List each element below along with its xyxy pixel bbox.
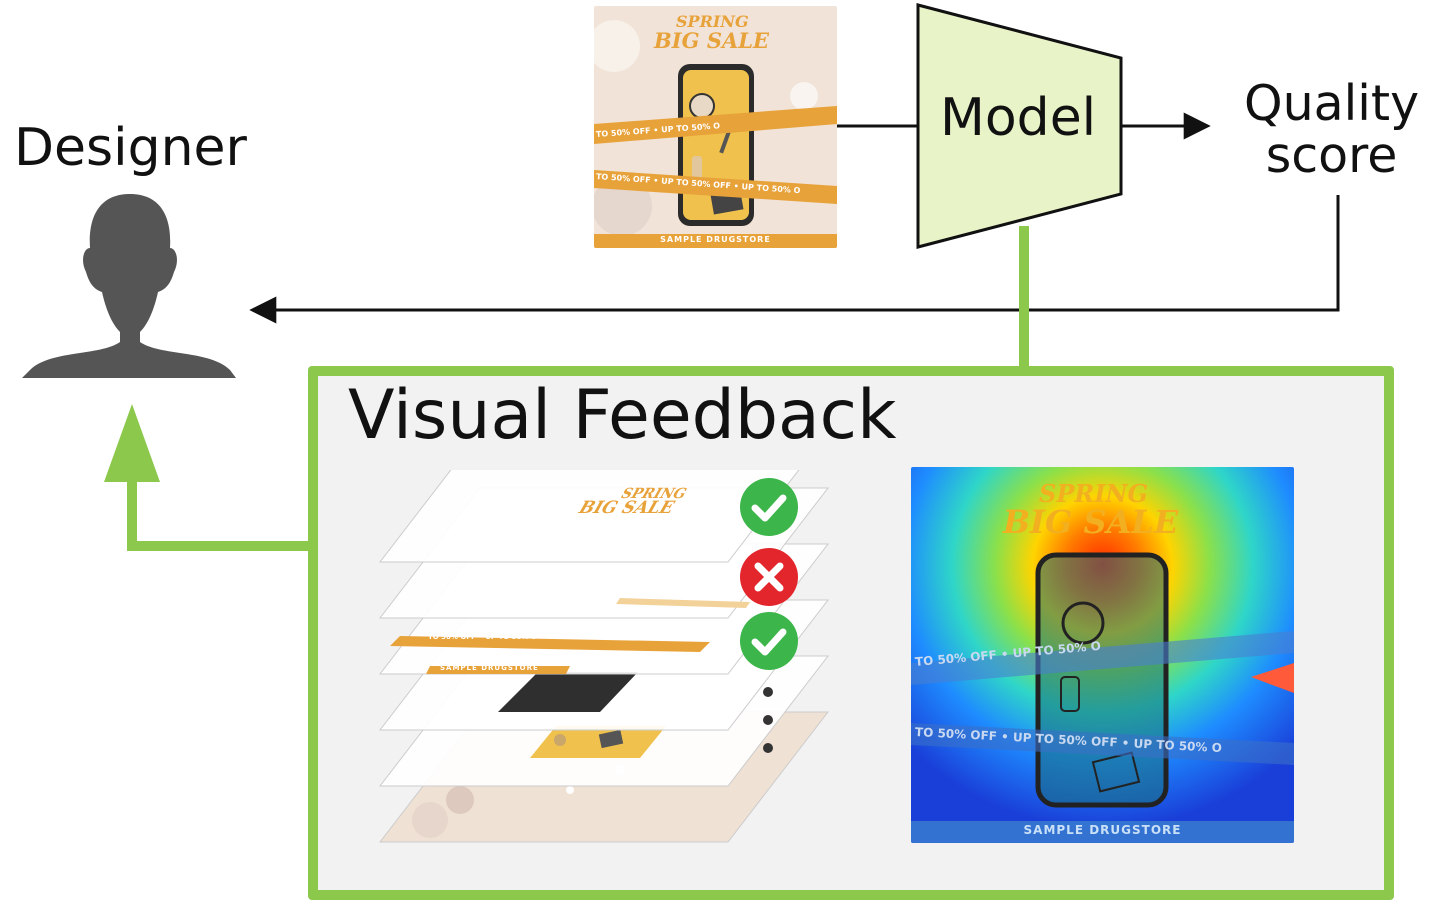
poster-title-line2: BIG SALE bbox=[654, 28, 770, 53]
input-poster: SPRING BIG SALE TO 50% OFF • UP TO 50% O… bbox=[594, 6, 837, 248]
layer-stack bbox=[378, 470, 830, 843]
feedback-arrowhead bbox=[104, 404, 160, 482]
heatmap-art bbox=[911, 467, 1294, 843]
heatmap-footer-text: SAMPLE DRUGSTORE bbox=[1023, 823, 1182, 837]
designer-silhouette-icon bbox=[22, 194, 236, 378]
layer-footer-text: SAMPLE DRUGSTORE bbox=[440, 664, 539, 672]
quality-score-line1: Quality bbox=[1244, 75, 1420, 132]
layer-title bbox=[378, 470, 800, 563]
heatmap-title-line1: SPRING bbox=[1039, 479, 1148, 508]
feedback-to-designer-line bbox=[127, 470, 310, 551]
cross-icon bbox=[740, 548, 798, 606]
quality-score-label: Quality score bbox=[1244, 78, 1419, 182]
visual-feedback-title: Visual Feedback bbox=[348, 376, 897, 455]
heatmap-title-line2: BIG SALE bbox=[1003, 503, 1179, 541]
heatmap-poster: SPRING BIG SALE TO 50% OFF • UP TO 50% O… bbox=[911, 467, 1294, 843]
poster-footer-text: SAMPLE DRUGSTORE bbox=[660, 235, 771, 244]
poster-title-line1: SPRING bbox=[676, 12, 749, 31]
poster-art bbox=[594, 20, 837, 236]
quality-score-line2: score bbox=[1265, 127, 1398, 184]
poster-ribbon-2 bbox=[594, 170, 837, 204]
layer-ribbon-text: TO 50% OFF • UP TO 50% O bbox=[428, 633, 537, 641]
model-label: Model bbox=[940, 88, 1097, 148]
score-to-designer-arrow bbox=[249, 195, 1340, 324]
ellipsis-icon bbox=[763, 687, 773, 753]
check-icon bbox=[740, 478, 798, 536]
designer-label: Designer bbox=[14, 118, 247, 178]
model-block bbox=[916, 3, 1123, 249]
layer-title-text2: BIG SALE bbox=[576, 498, 677, 518]
poster-ribbon-1 bbox=[594, 106, 837, 144]
check-icon bbox=[740, 612, 798, 670]
poster-footer-bar bbox=[594, 234, 837, 248]
